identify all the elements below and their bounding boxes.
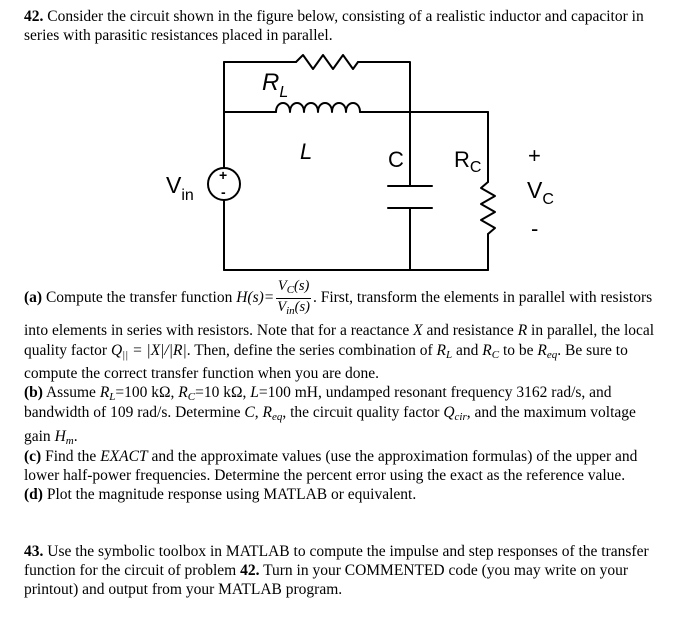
transfer-function-fraction: VC(s)Vin(s)	[276, 278, 311, 317]
circuit-diagram: RL L C RC Vin + - + VC -	[166, 54, 554, 271]
vc-minus: -	[531, 216, 538, 241]
problem-43-line1: 43. Use the symbolic toolbox in MATLAB t…	[24, 543, 649, 560]
source-plus: +	[219, 167, 227, 183]
part-c-line2: lower half-power frequencies. Determine …	[24, 467, 626, 484]
inductor-l	[275, 102, 361, 113]
resistor-rl	[295, 54, 359, 70]
part-a-line2: into elements in series with resistors. …	[24, 322, 655, 339]
part-c-line1: (c) Find the EXACT and the approximate v…	[24, 448, 638, 465]
label-l: L	[300, 139, 312, 164]
label-rc: RC	[454, 147, 481, 176]
label-vc: VC	[527, 177, 554, 208]
part-d-tag: (d)	[24, 486, 43, 503]
part-a-line1: (a) Compute the transfer function H(s)=V…	[24, 278, 653, 317]
label-vin: Vin	[166, 172, 194, 204]
part-b-line3: gain Hm.	[24, 428, 78, 447]
part-d-line: (d) Plot the magnitude response using MA…	[24, 486, 417, 503]
source-minus: -	[221, 184, 226, 200]
problem-42-number: 42.	[24, 8, 44, 25]
part-b-line1: (b) Assume RL=100 kΩ, RC=10 kΩ, L=100 mH…	[24, 384, 612, 403]
voltage-source	[207, 167, 241, 201]
part-b-tag: (b)	[24, 384, 43, 401]
part-c-tag: (c)	[24, 448, 42, 465]
part-b-line2: bandwidth of 109 rad/s. Determine C, Req…	[24, 404, 636, 423]
resistor-rc	[480, 181, 496, 235]
wire-top-right	[357, 61, 411, 113]
label-rl: RL	[262, 69, 288, 101]
problem-43-number: 43.	[24, 543, 44, 560]
part-a-line4: compute the correct transfer function wh…	[24, 365, 380, 382]
problem-43-line3: printout) and output from your MATLAB pr…	[24, 581, 343, 598]
part-a-tag: (a)	[24, 289, 43, 307]
problem-42-intro-line1: 42. Consider the circuit shown in the fi…	[24, 8, 644, 25]
problem-43-line2: function for the circuit of problem 42. …	[24, 562, 628, 579]
label-c: C	[388, 147, 404, 172]
vc-plus: +	[528, 143, 541, 168]
problem-42-intro-line2: series with parasitic resistances placed…	[24, 27, 333, 44]
part-a-line3: quality factor Q|| = |X|/|R|. Then, defi…	[24, 342, 628, 361]
